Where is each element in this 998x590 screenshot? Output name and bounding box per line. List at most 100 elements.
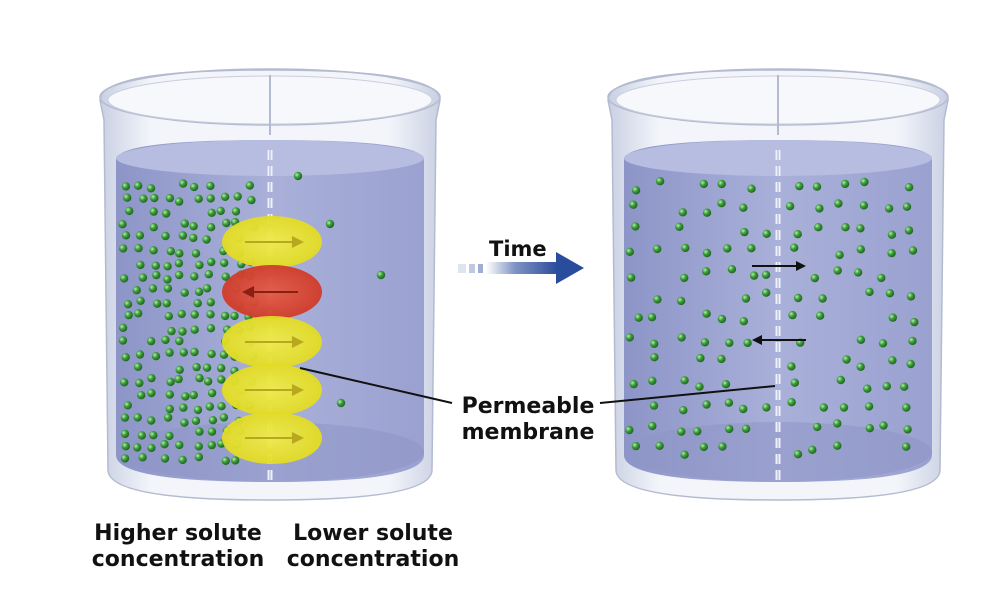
solute-particle [743, 338, 752, 348]
solute-particle [741, 294, 751, 303]
equilibrium-arrows [752, 261, 806, 345]
solute-particle [696, 353, 705, 363]
solute-particle [178, 455, 187, 465]
solute-particle [120, 413, 130, 422]
solute-particle [178, 327, 187, 336]
solute-particle [137, 431, 146, 440]
solute-particle [195, 260, 204, 270]
solute-particle [677, 427, 686, 436]
solute-particle [790, 243, 799, 252]
solute-particle [219, 413, 229, 422]
solute-particle [146, 336, 156, 346]
solute-particle [740, 227, 749, 237]
solute-particle [721, 380, 731, 389]
membrane-leader-line-right [599, 385, 776, 404]
solute-particle [231, 456, 240, 465]
solute-particle [194, 442, 203, 451]
solute-particle [216, 363, 226, 373]
lower-label-line2: concentration [286, 547, 460, 572]
solute-particle [181, 392, 190, 401]
solute-particle [206, 298, 215, 307]
solute-particle [222, 218, 231, 228]
solute-particle [174, 197, 184, 206]
solute-particle [747, 244, 756, 253]
solute-particle [681, 243, 690, 253]
solute-particle [677, 333, 686, 342]
solute-particle [718, 442, 727, 451]
solute-particle [841, 223, 850, 232]
solute-particle [133, 413, 142, 422]
solute-particle [878, 339, 888, 348]
solute-particle [856, 245, 865, 254]
solute-particle [151, 352, 161, 361]
solute-particle [179, 348, 188, 357]
solute-particle [625, 425, 634, 435]
solute-particle [134, 309, 143, 318]
solute-particles-right [625, 177, 919, 459]
solute-particle [165, 193, 175, 203]
solute-particle [195, 427, 204, 436]
solute-particle [631, 222, 640, 231]
solute-particle [761, 270, 771, 279]
solute-particle [151, 261, 160, 270]
solute-particle [178, 231, 188, 240]
solute-particle [132, 286, 141, 295]
solute-particle [121, 182, 131, 191]
lower-concentration-label: Lower solute concentration [283, 521, 463, 573]
solute-particle [888, 313, 897, 322]
solute-particle [123, 401, 132, 410]
solute-particle [699, 442, 708, 452]
solute-particle [123, 300, 133, 309]
solute-particle [902, 403, 911, 412]
solute-particle [819, 403, 828, 412]
solute-particle [680, 273, 689, 283]
solute-particle [147, 416, 156, 425]
solute-particle [787, 362, 796, 371]
solute-particle [702, 400, 711, 409]
solute-particle [649, 401, 659, 410]
solute-particle [655, 177, 665, 186]
solute-particle [747, 184, 756, 193]
solute-particle [138, 273, 148, 282]
solute-particle [174, 270, 184, 280]
solute-particle [221, 456, 230, 465]
solute-particle [678, 208, 687, 217]
solute-particle [749, 271, 759, 280]
time-arrow-icon [458, 252, 584, 284]
higher-label-line2: concentration [91, 547, 265, 572]
solute-particle [219, 350, 229, 359]
solute-particle [136, 296, 145, 305]
higher-label-line1: Higher solute [94, 521, 262, 546]
solute-particle [856, 362, 865, 371]
solute-particle [859, 201, 869, 210]
membrane-label-line1: Permeable [461, 394, 595, 419]
solute-particle [839, 403, 849, 412]
solute-particle [207, 427, 217, 436]
solute-particle [882, 382, 891, 391]
solute-particle [194, 452, 204, 462]
solute-particle [217, 375, 226, 384]
solute-particle [174, 374, 183, 384]
solute-particle [193, 405, 203, 415]
solute-particle [221, 272, 230, 281]
disc-yellow-right-2 [222, 316, 322, 368]
solute-particle [818, 294, 827, 303]
solute-particle [376, 270, 386, 280]
solute-particle [762, 403, 771, 412]
solute-particle [833, 419, 842, 428]
arrow-right-icon [752, 261, 806, 271]
solute-particle [162, 299, 171, 308]
solute-particle [204, 270, 213, 279]
solute-particle [195, 373, 204, 383]
solute-particle [865, 424, 874, 433]
solute-particle [178, 179, 188, 188]
membrane-label-line2: membrane [461, 420, 595, 445]
solute-particle [191, 249, 201, 258]
solute-particle [220, 192, 230, 201]
solute-particle [650, 353, 659, 362]
solute-particle [134, 244, 143, 253]
solute-particle [293, 171, 303, 181]
solute-particle [167, 326, 176, 336]
solute-particle [147, 443, 156, 453]
solute-particle [336, 398, 346, 408]
